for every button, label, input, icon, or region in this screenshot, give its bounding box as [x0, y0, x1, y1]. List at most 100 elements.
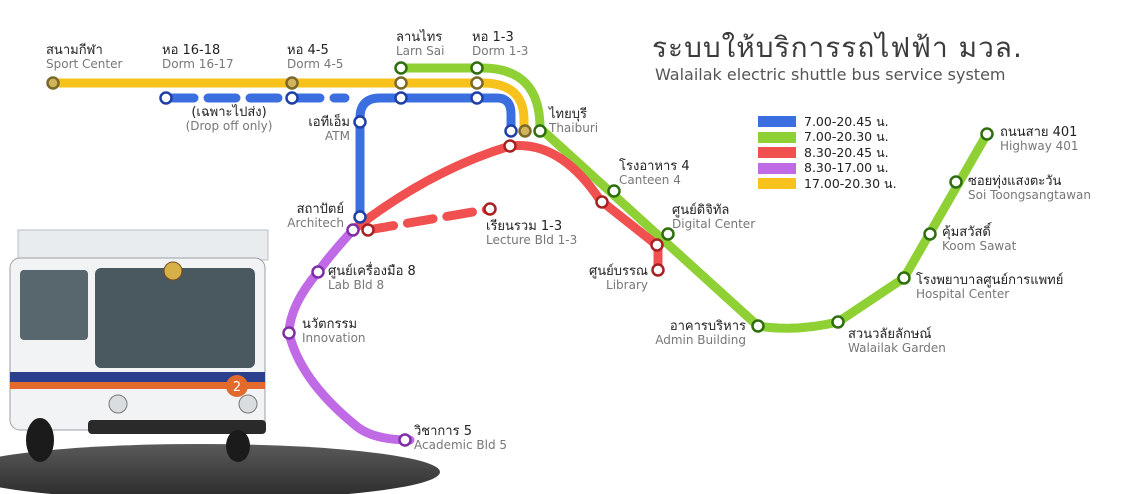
stop-marker-library[interactable] [651, 263, 665, 277]
stop-marker-digital-red[interactable] [650, 238, 664, 252]
stop-marker-larn-sai-yellow[interactable] [394, 76, 408, 90]
stop-marker-dorm-1-3-green[interactable] [470, 61, 484, 75]
stop-label-atm: เอทีเอ็ม ATM [280, 115, 350, 144]
drop-off-note-thai: (เฉพาะไปส่ง) [191, 105, 267, 120]
stop-name-english: Admin Building [655, 333, 746, 348]
map-title-thai: ระบบให้บริการรถไฟฟ้า มวล. [652, 31, 1023, 64]
stop-marker-canteen4-red[interactable] [595, 195, 609, 209]
stop-label-dorm-4-5: หอ 4-5 Dorm 4-5 [287, 43, 344, 72]
legend-swatch-red [758, 147, 796, 159]
stop-name-thai: หอ 16-18 [162, 43, 221, 58]
stop-marker-highway[interactable] [980, 127, 994, 141]
stop-label-innovation: นวัตกรรม Innovation [302, 317, 366, 346]
stop-name-thai: ศูนย์บรรณ [588, 264, 648, 279]
stop-marker-red-top[interactable] [503, 139, 517, 153]
stop-label-highway: ถนนสาย 401 Highway 401 [1000, 125, 1079, 154]
stop-marker-hospital[interactable] [897, 271, 911, 285]
stop-label-lecture: เรียนรวม 1-3 Lecture Bld 1-3 [486, 219, 578, 248]
bus-windshield [95, 268, 255, 368]
bus-stripe-orange [10, 382, 265, 389]
stop-marker-canteen4-green[interactable] [607, 184, 621, 198]
stop-marker-thaiburi-yellow[interactable] [518, 124, 532, 138]
stop-marker-larn-sai-blue[interactable] [394, 91, 408, 105]
stop-marker-dorm-1-3-yellow[interactable] [470, 76, 484, 90]
stop-label-hospital: โรงพยาบาลศูนย์การแพทย์ Hospital Center [916, 273, 1064, 302]
stop-label-admin: อาคารบริหาร Admin Building [640, 319, 746, 348]
stop-name-thai: ศูนย์เครื่องมือ 8 [328, 264, 416, 279]
stop-marker-academic5[interactable] [398, 433, 412, 447]
stop-marker-architech-purple[interactable] [346, 223, 360, 237]
route-line-blue [355, 93, 516, 222]
stop-name-english: Architech [287, 216, 344, 231]
legend-time-red: 8.30-20.45 น. [804, 144, 889, 160]
stop-name-english: Digital Center [672, 217, 756, 232]
stop-name-english: Hospital Center [916, 287, 1010, 302]
bus-bumper [88, 420, 266, 434]
shuttle-bus-photo: 2 [0, 229, 440, 494]
stop-marker-soi[interactable] [949, 175, 963, 189]
bus-roof [17, 229, 269, 261]
stop-name-english: ATM [325, 129, 350, 144]
stop-name-thai: วิชาการ 5 [414, 424, 472, 439]
stop-label-koom: คุ้มสวัสดิ์ Koom Sawat [942, 225, 1017, 254]
stop-name-english: Thaiburi [549, 121, 599, 136]
legend-swatch-green [758, 131, 796, 143]
stop-marker-sport-center[interactable] [46, 76, 60, 90]
stop-marker-larn-sai-green[interactable] [394, 61, 408, 75]
legend-time-purple: 8.30-17.00 น. [804, 160, 889, 176]
bus-number: 2 [233, 380, 241, 395]
drop-off-note-english: (Drop off only) [185, 119, 273, 134]
stop-markers [46, 61, 994, 447]
stop-name-english: Soi Toongsangtawan [968, 188, 1091, 203]
stop-name-english: Academic Bld 5 [414, 438, 508, 453]
stop-marker-dorm-1-3-blue[interactable] [470, 91, 484, 105]
stop-marker-garden[interactable] [831, 315, 845, 329]
legend-swatch-yellow [758, 178, 796, 190]
stop-marker-architech-blue[interactable] [353, 210, 367, 224]
legend-swatch-purple [758, 162, 796, 174]
stop-marker-thaiburi-green[interactable] [533, 124, 547, 138]
stop-name-english: Walailak Garden [848, 341, 946, 356]
legend-swatch-blue [758, 116, 796, 128]
stop-name-thai: ซอยทุ่งแสงตะวัน [968, 174, 1062, 189]
stop-marker-innovation[interactable] [282, 326, 296, 340]
stop-marker-atm[interactable] [353, 115, 367, 129]
bus-wheel-left [26, 418, 54, 462]
stop-name-english: Dorm 4-5 [287, 57, 344, 72]
stop-name-thai: เรียนรวม 1-3 [486, 219, 563, 234]
stop-name-english: Library [606, 278, 648, 293]
stop-marker-architech-red[interactable] [361, 223, 375, 237]
map-title-english: Walailak electric shuttle bus service sy… [655, 65, 1006, 84]
bus-side-window [20, 270, 88, 340]
stop-name-english: Dorm 1-3 [472, 44, 529, 59]
stop-name-english: Highway 401 [1000, 139, 1079, 154]
stop-marker-thaiburi-blue[interactable] [504, 124, 518, 138]
stop-name-english: Dorm 16-17 [162, 57, 234, 72]
stop-label-sport-center: สนามกีฬา Sport Center [46, 43, 122, 71]
stop-name-english: Lab Bld 8 [328, 278, 385, 293]
stop-name-thai: ถนนสาย 401 [1000, 125, 1078, 140]
stop-marker-lecture[interactable] [483, 202, 497, 216]
stop-label-dorm-1-3: หอ 1-3 Dorm 1-3 [472, 30, 529, 59]
stop-marker-admin[interactable] [751, 319, 765, 333]
stop-name-english: Larn Sai [396, 44, 445, 59]
stop-label-lab8: ศูนย์เครื่องมือ 8 Lab Bld 8 [328, 264, 416, 293]
bus-stripe-blue [10, 372, 265, 382]
stop-name-thai: สนามกีฬา [46, 43, 103, 58]
stop-marker-digital-green[interactable] [661, 227, 675, 241]
stop-marker-dorm-4-5-yellow[interactable] [285, 76, 299, 90]
stop-marker-dorm-4-5-blue[interactable] [285, 91, 299, 105]
stop-name-english: Innovation [302, 331, 366, 346]
stop-name-english: Lecture Bld 1-3 [486, 233, 578, 248]
stop-marker-koom[interactable] [923, 227, 937, 241]
bus-number-badge [226, 375, 248, 397]
schedule-legend: 7.00-20.45 น. 7.00-20.30 น. 8.30-20.45 น… [758, 114, 897, 192]
legend-item-green: 7.00-20.30 น. [758, 129, 897, 146]
stop-label-thaiburi: ไทยบุรี Thaiburi [549, 107, 599, 136]
stop-name-thai: โรงพยาบาลศูนย์การแพทย์ [916, 273, 1064, 288]
stop-label-dorm-16-18: หอ 16-18 Dorm 16-17 [162, 43, 234, 72]
stop-marker-dorm-16-18[interactable] [159, 91, 173, 105]
bus-headlight-right [238, 394, 258, 414]
stop-marker-lab8[interactable] [311, 265, 325, 279]
stop-name-english: Koom Sawat [942, 239, 1017, 254]
